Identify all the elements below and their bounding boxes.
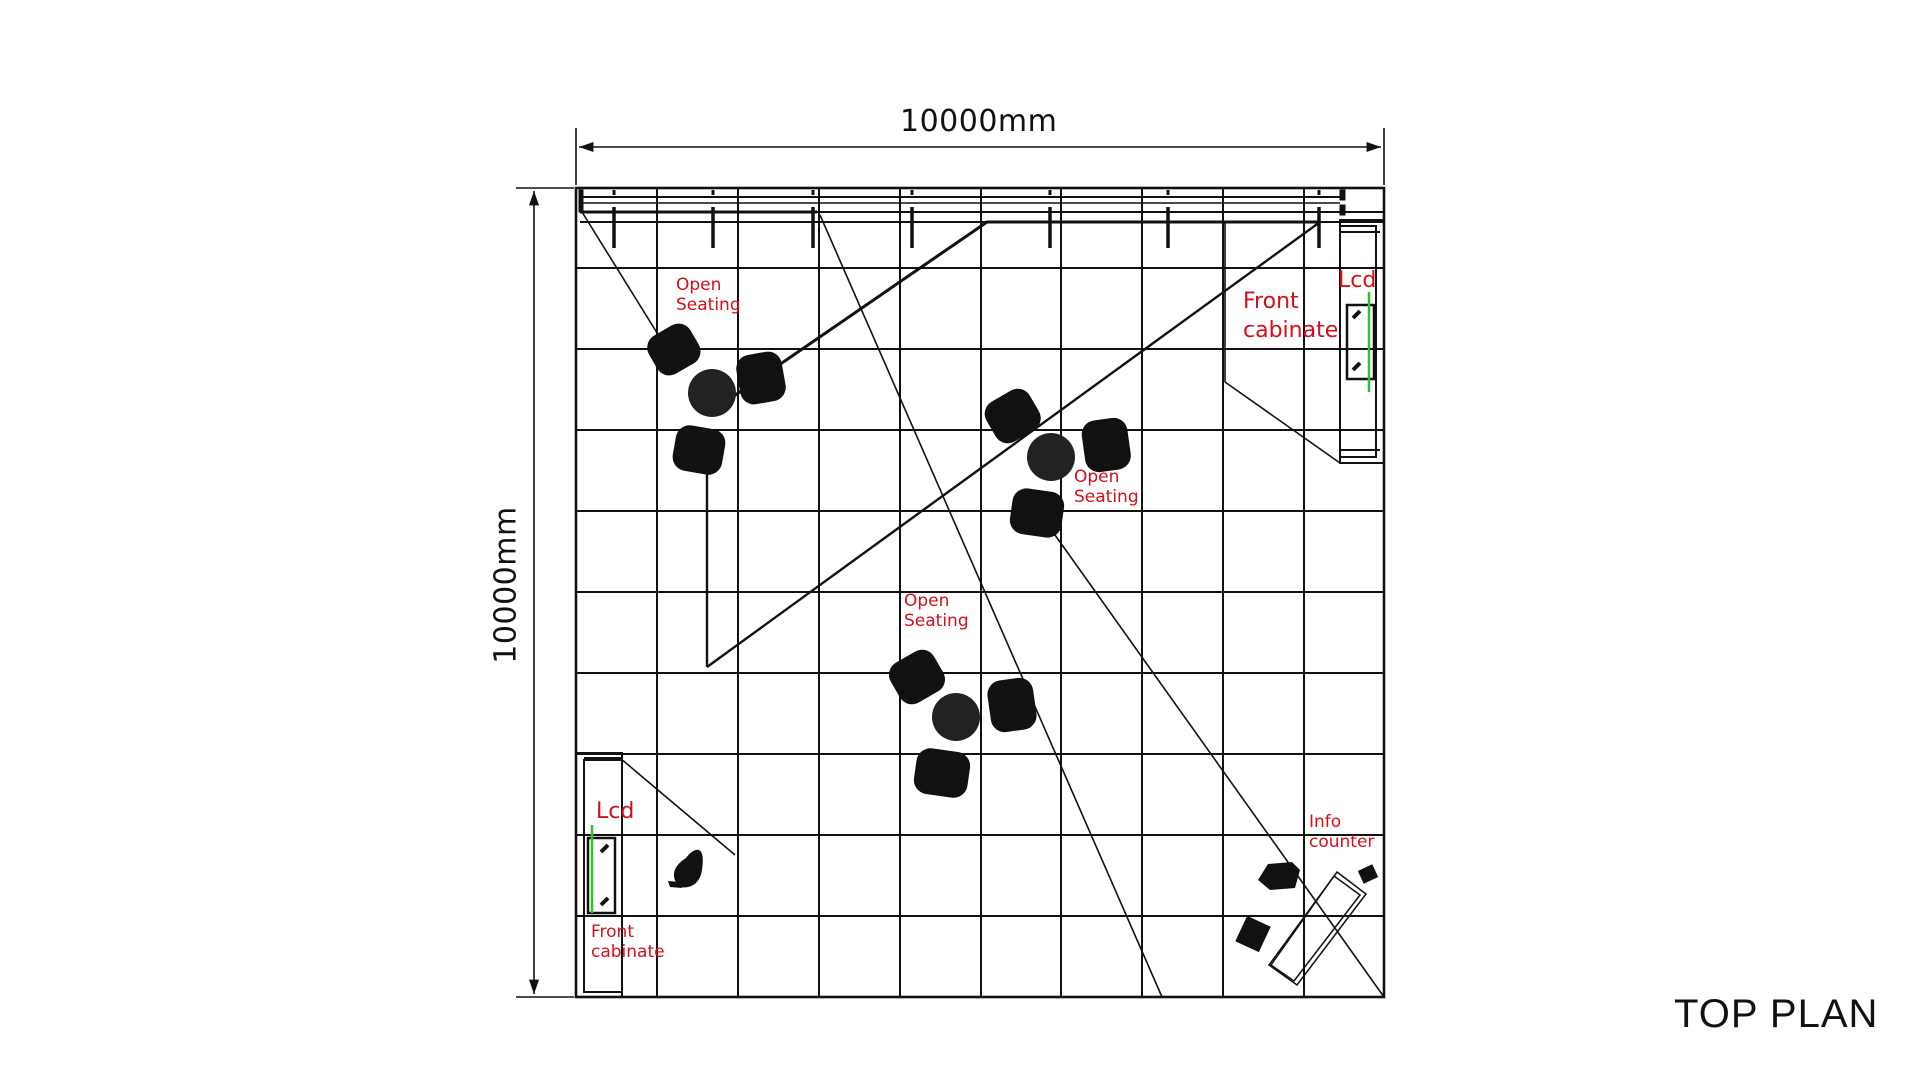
label-line: cabinate xyxy=(591,941,665,962)
chair xyxy=(984,388,1041,444)
back-wall-truss xyxy=(578,189,1384,248)
office-chair xyxy=(1258,862,1300,890)
chair xyxy=(647,323,701,376)
info-counter xyxy=(1235,862,1379,987)
label-line: Seating xyxy=(676,294,741,315)
right-front-cabinet xyxy=(1339,219,1385,464)
chair xyxy=(987,677,1037,733)
open-seating-label-1: Open Seating xyxy=(676,275,741,315)
stool xyxy=(1357,864,1379,884)
label-line: Open xyxy=(676,275,722,295)
office-chair-left xyxy=(668,849,703,888)
label-line: Info xyxy=(1309,812,1342,832)
right-lcd-label: Lcd xyxy=(1338,268,1377,293)
chair xyxy=(736,351,786,405)
chair xyxy=(1081,417,1131,473)
label-line: counter xyxy=(1309,831,1375,852)
label-line: Seating xyxy=(904,610,969,631)
open-seating-cluster-1 xyxy=(647,323,786,475)
open-seating-cluster-2 xyxy=(984,388,1131,538)
depth-dimension-label: 10000mm xyxy=(488,506,524,664)
left-front-cabinet xyxy=(575,752,623,998)
chair xyxy=(1009,488,1065,538)
chair xyxy=(672,425,726,475)
chair xyxy=(888,649,946,705)
depth-dimension-line xyxy=(516,187,574,998)
drawing-title: TOP PLAN xyxy=(1674,992,1879,1036)
width-dimension-line xyxy=(575,128,1385,185)
label-line: cabinate xyxy=(1243,317,1339,343)
open-seating-label-3: Open Seating xyxy=(904,591,969,631)
label-line: Open xyxy=(1074,467,1120,487)
round-table xyxy=(932,693,980,741)
floor-pattern-lines xyxy=(581,211,1385,998)
label-line: Seating xyxy=(1074,486,1139,507)
label-line: Front xyxy=(591,922,634,942)
label-line: Open xyxy=(904,591,950,611)
open-seating-cluster-3 xyxy=(888,649,1037,798)
label-line: Front xyxy=(1243,289,1299,314)
info-counter-label: Info counter xyxy=(1309,812,1375,852)
left-front-cabinet-label: Front cabinate xyxy=(591,922,665,962)
office-chair xyxy=(1235,915,1271,953)
floor-grid xyxy=(574,186,1386,999)
left-lcd-label: Lcd xyxy=(596,799,635,824)
round-table xyxy=(688,369,736,417)
chair xyxy=(913,748,971,798)
round-table xyxy=(1027,433,1075,481)
right-front-cabinet-label: Front cabinate xyxy=(1243,288,1338,345)
open-seating-label-2: Open Seating xyxy=(1074,467,1139,507)
width-dimension-label: 10000mm xyxy=(900,104,1058,139)
